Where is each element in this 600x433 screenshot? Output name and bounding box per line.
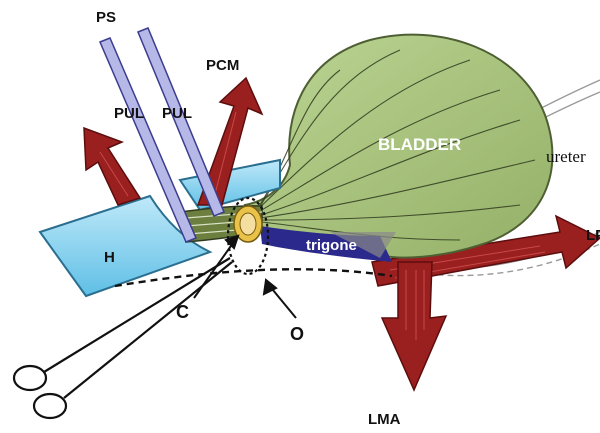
label-lp: LP	[586, 227, 600, 244]
label-lma: LMA	[368, 411, 401, 428]
label-ps: PS	[96, 9, 116, 26]
left-muscle-arrow	[84, 128, 140, 205]
label-pul-1: PUL	[114, 105, 144, 122]
label-bladder: BLADDER	[378, 135, 461, 154]
label-pul-2: PUL	[162, 105, 192, 122]
label-ureter: ureter	[546, 147, 586, 166]
label-pcm: PCM	[206, 57, 239, 74]
pointer-arrows	[194, 236, 296, 318]
label-h: H	[104, 249, 115, 266]
label-trigone: trigone	[306, 237, 357, 254]
label-c: C	[176, 302, 189, 322]
label-o: O	[290, 324, 304, 344]
